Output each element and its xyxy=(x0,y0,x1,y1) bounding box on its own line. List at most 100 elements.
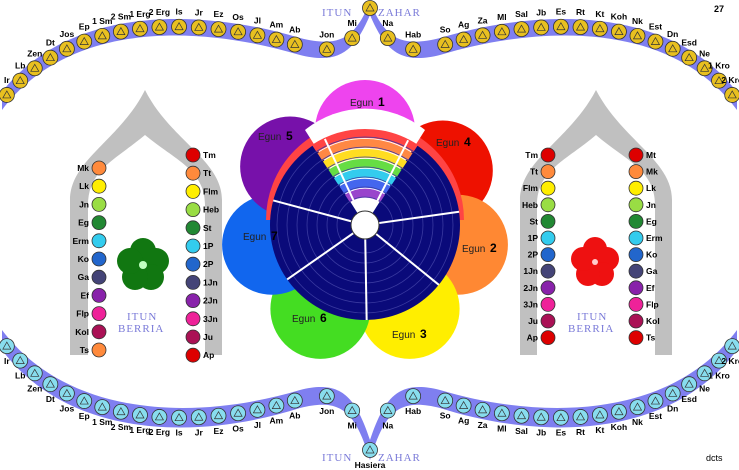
left-arch-labels: MkLkJnEgErmKoGaEfFlpKolTsTmTtFlmHebSt1P2… xyxy=(72,150,219,360)
band-glyph-icon xyxy=(45,53,55,62)
band-label: 1 Kro xyxy=(708,371,730,381)
band-label: 2 Erg xyxy=(149,7,170,17)
band-label: Mi xyxy=(347,421,356,431)
band-label: 1 Erg xyxy=(129,9,150,19)
arch-dot xyxy=(91,342,107,358)
band-glyph-icon xyxy=(154,22,165,31)
band-glyph-icon xyxy=(459,34,469,43)
arch-label: Mk xyxy=(646,167,658,177)
band-symbol-icon xyxy=(533,19,550,36)
band-glyph-icon xyxy=(497,408,507,417)
title-bottom-left: ITUN xyxy=(322,452,352,464)
band-glyph-icon xyxy=(271,400,281,409)
band-glyph-icon xyxy=(614,26,624,35)
band-symbol-icon xyxy=(318,388,335,405)
band-glyph-icon xyxy=(252,30,263,39)
band-glyph-icon xyxy=(477,30,488,39)
band-glyph-icon xyxy=(290,395,300,404)
band-label: Os xyxy=(232,12,244,22)
band-glyph-icon xyxy=(45,379,55,388)
petal-number: 7 xyxy=(271,229,278,243)
band-label: Ez xyxy=(214,426,224,436)
band-glyph-icon xyxy=(477,405,488,414)
band-symbol-icon xyxy=(664,385,681,402)
arch-dot xyxy=(91,287,107,303)
band-symbol-icon xyxy=(696,60,713,77)
band-label: Ml xyxy=(497,12,506,22)
band-glyph-icon xyxy=(632,402,643,411)
band-symbol-icon xyxy=(379,30,396,47)
arch-label: St xyxy=(530,216,539,226)
arch-label: Ap xyxy=(203,350,214,360)
band-label: Hasiera xyxy=(355,460,386,470)
band-glyph-icon xyxy=(62,388,72,397)
arch-dot xyxy=(628,296,644,312)
band-symbol-icon xyxy=(210,407,227,424)
arch-label: Ko xyxy=(646,250,657,260)
arch-label: 1Jn xyxy=(203,277,218,287)
band-glyph-icon xyxy=(194,22,204,31)
band-symbol-icon xyxy=(12,72,29,89)
band-symbol-icon xyxy=(711,352,727,369)
arch-dot xyxy=(185,347,201,363)
band-glyph-icon xyxy=(408,44,418,53)
band-symbol-icon xyxy=(611,403,627,420)
band-glyph-icon xyxy=(516,411,527,420)
arch-dot xyxy=(628,280,644,296)
band-symbol-icon xyxy=(362,442,378,458)
band-label: Esd xyxy=(681,38,697,48)
band-symbol-icon xyxy=(681,376,698,393)
arch-label: 2Jn xyxy=(203,296,218,306)
band-label: Mi xyxy=(347,18,356,28)
band-label: Jl xyxy=(254,420,261,430)
band-label: Dt xyxy=(46,394,55,404)
arch-label: Erm xyxy=(646,233,663,243)
disk-ring xyxy=(306,166,424,284)
band-symbol-icon xyxy=(268,31,285,48)
arch-label: Mt xyxy=(646,150,656,160)
band-glyph-icon xyxy=(322,44,332,53)
band-label: So xyxy=(440,411,451,421)
band-glyph-icon xyxy=(174,22,184,31)
petal-number: 2 xyxy=(490,241,497,255)
arch-label: 2Jn xyxy=(523,283,538,293)
arch-label: Eg xyxy=(646,216,657,226)
arch-label: Flm xyxy=(203,186,219,196)
arch-label: Ko xyxy=(78,254,89,264)
band-glyph-icon xyxy=(15,75,25,85)
footer-text: dcts xyxy=(706,453,723,463)
arch-dot xyxy=(91,215,107,231)
band-symbol-icon xyxy=(553,18,569,35)
disk-spoke xyxy=(364,210,460,226)
band-symbol-icon xyxy=(405,41,422,58)
arch-dot xyxy=(91,196,107,212)
band-symbol-icon xyxy=(344,402,361,419)
arch-label: Flp xyxy=(646,299,659,309)
band-label: 2 Erg xyxy=(149,427,170,437)
band-label: Ez xyxy=(214,9,224,19)
band-glyph-icon xyxy=(575,22,586,31)
band-label: Ne xyxy=(699,383,710,393)
arch-dot xyxy=(628,180,644,196)
band-label: Na xyxy=(382,18,393,28)
band-glyph-icon xyxy=(684,379,694,388)
band-label: Jb xyxy=(536,427,546,437)
left-arch xyxy=(70,90,222,355)
arch-label: Flm xyxy=(523,183,539,193)
band-glyph-icon xyxy=(408,391,418,400)
arch-dot xyxy=(628,313,644,329)
band-label: Jr xyxy=(195,427,204,437)
arch-dot xyxy=(540,263,556,279)
band-symbol-icon xyxy=(696,365,713,382)
band-symbol-icon xyxy=(249,27,266,44)
arch-dot xyxy=(540,180,556,196)
band-glyph-icon xyxy=(15,355,25,364)
arch-label: Flp xyxy=(76,309,89,319)
right-panel-title-1: ITUN xyxy=(577,311,607,323)
arch-dot xyxy=(540,164,556,180)
band-symbol-icon xyxy=(647,393,664,409)
band-glyph-icon xyxy=(271,34,281,43)
band-symbol-icon xyxy=(151,19,168,36)
band-symbol-icon xyxy=(494,405,510,422)
